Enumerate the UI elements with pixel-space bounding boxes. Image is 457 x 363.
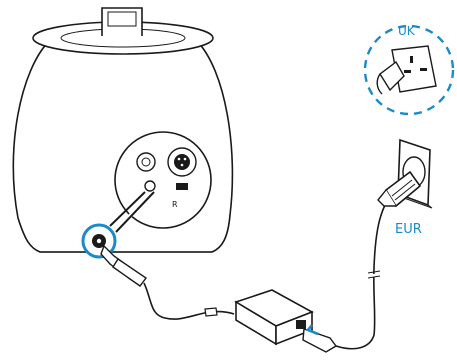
pin-dot xyxy=(177,157,181,161)
pin-dot xyxy=(183,157,187,161)
dc-plug-grip xyxy=(112,258,148,287)
dock-connector-plate xyxy=(107,11,137,27)
cord-break-line xyxy=(367,270,381,274)
speaker-dock xyxy=(12,7,234,253)
mains-plug-to-adapter xyxy=(302,199,389,353)
cord-break-line xyxy=(367,275,381,279)
mains-plug-connector xyxy=(302,328,338,353)
speaker-body-outline xyxy=(12,39,234,253)
adapter-socket xyxy=(296,320,306,329)
uk-callout: UK xyxy=(363,24,455,116)
eur-plug-strain-relief xyxy=(377,189,396,207)
dc-in-pin xyxy=(96,238,102,244)
speaker-base-band xyxy=(17,214,231,253)
callout-line xyxy=(115,191,155,233)
mains-cord xyxy=(335,199,389,350)
aux-in-jack-inner xyxy=(141,157,151,167)
uk-socket-slot xyxy=(420,68,427,71)
cable-to-adapter xyxy=(143,282,235,320)
uk-plug-cord xyxy=(376,73,383,95)
insertion-arrow xyxy=(305,324,319,336)
rear-panel: R xyxy=(114,131,212,229)
callout-line xyxy=(109,191,146,227)
video-out-socket-core xyxy=(174,154,190,170)
cord-break-mark xyxy=(369,274,379,277)
uk-label: UK xyxy=(398,24,416,38)
rear-panel-outline xyxy=(114,131,212,229)
channel-marker-label: R xyxy=(172,200,178,209)
video-icon xyxy=(176,183,188,190)
uk-socket-slot xyxy=(410,56,413,63)
eur-wall-socket: EUR xyxy=(377,138,433,237)
eur-label: EUR xyxy=(395,222,422,237)
dc-in-jack-small xyxy=(144,180,156,192)
power-adapter xyxy=(234,289,314,346)
eur-plug-ridges xyxy=(391,179,419,205)
dc-cable xyxy=(100,244,235,320)
uk-socket-slot xyxy=(404,70,411,73)
cable-ferrite xyxy=(204,307,218,317)
pin-dot xyxy=(180,163,184,167)
uk-plug-body xyxy=(379,60,405,92)
